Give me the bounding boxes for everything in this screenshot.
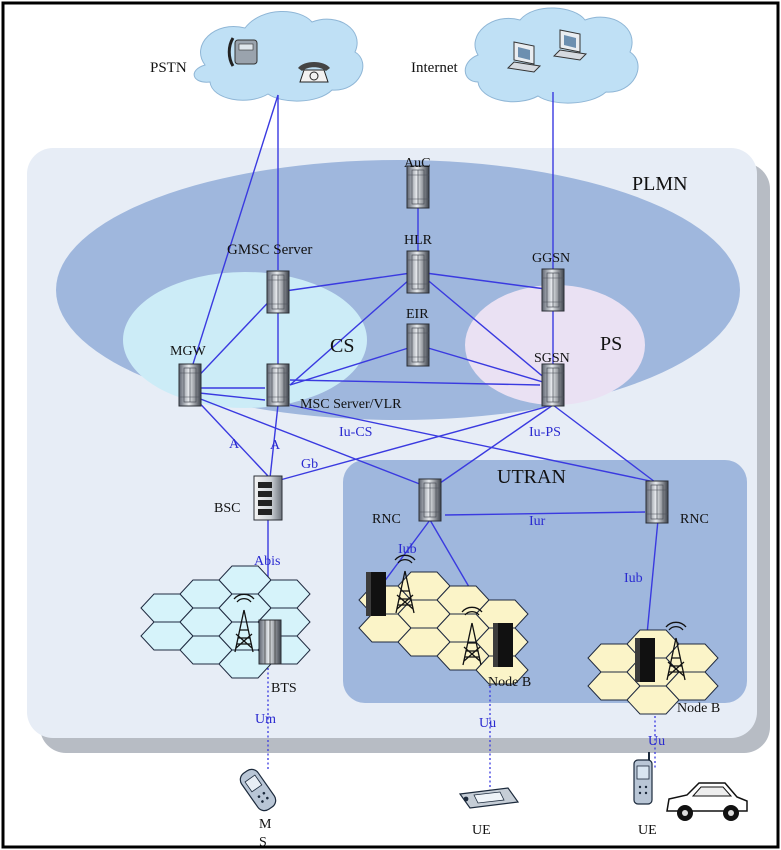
interface-iub-2: Iub: [624, 571, 643, 586]
hlr-server-icon: [406, 250, 430, 294]
mobile-phone-icon: [633, 752, 653, 805]
interface-gb: Gb: [301, 457, 318, 472]
bts-cabinet-icon: [258, 619, 282, 665]
nodeb-mid-label: Node B: [488, 675, 531, 690]
link-msc-sgsn: [289, 379, 541, 386]
ps-label: PS: [600, 333, 622, 355]
ue-right-label: UE: [638, 823, 657, 838]
msc-label: MSC Server/VLR: [300, 397, 402, 412]
interface-abis: Abis: [254, 554, 280, 569]
computer-icon: [552, 29, 588, 61]
ggsn-server-icon: [541, 268, 565, 312]
interface-uu-1: Uu: [479, 716, 496, 731]
interface-uu-2: Uu: [648, 734, 665, 749]
nodeb-mid-cabinet-icon: [493, 623, 513, 667]
utran-label: UTRAN: [497, 466, 566, 488]
link-hlr-msc: [289, 271, 419, 386]
telephone-icon: [298, 62, 330, 83]
computer-icon: [506, 41, 542, 73]
link-mgw-bsc: [191, 394, 269, 477]
link-sgsn-rnc-right: [552, 404, 656, 483]
bts-label: BTS: [271, 681, 297, 696]
auc-label: AuC: [404, 156, 430, 171]
nodeb-left-cabinet-icon: [366, 572, 386, 616]
link-msc-rnc-right: [289, 404, 656, 483]
link-eir-msc: [289, 344, 419, 386]
link-sgsn-bsc: [279, 404, 554, 481]
eir-server-icon: [406, 323, 430, 367]
sgsn-label: SGSN: [534, 351, 570, 366]
internet-cloud: [464, 7, 639, 104]
sgsn-server-icon: [541, 363, 565, 407]
link-gmsc-mgw: [189, 291, 279, 386]
gmsc-server-icon: [266, 270, 290, 314]
msc-server-icon: [266, 363, 290, 407]
ps-domain-ellipse: [465, 285, 645, 405]
internet-label: Internet: [411, 60, 458, 76]
nodeb-right-label: Node B: [677, 701, 720, 716]
link-iur: [444, 511, 646, 516]
link-pstn-mgw: [186, 94, 279, 384]
mgw-server-icon: [178, 363, 202, 407]
bsc-label: BSC: [214, 501, 240, 516]
telephone-icon: [227, 37, 258, 67]
ms-label-line2: S: [259, 835, 267, 850]
interface-iu-ps: Iu-PS: [529, 425, 561, 440]
rnc-left-server-icon: [418, 478, 442, 522]
nodeb-right-cabinet-icon: [635, 638, 655, 682]
mgw-label: MGW: [170, 344, 207, 359]
auc-server-icon: [406, 165, 430, 209]
link-hlr-sgsn: [417, 271, 554, 386]
link-gmsc-hlr: [277, 271, 419, 293]
interface-a-1: A: [229, 437, 240, 452]
interface-iur: Iur: [529, 514, 546, 529]
mobile-phone-icon: [239, 768, 277, 812]
link-msc-bsc: [269, 404, 279, 479]
plmn-label: PLMN: [632, 173, 688, 195]
pda-icon: [458, 787, 520, 809]
ggsn-label: GGSN: [532, 251, 570, 266]
rnc-right-label: RNC: [680, 512, 709, 527]
ue-mid-label: UE: [472, 823, 491, 838]
link-hlr-ggsn: [417, 271, 554, 291]
hlr-label: HLR: [404, 233, 433, 248]
interface-iu-cs: Iu-CS: [339, 425, 372, 440]
car-icon: [666, 782, 748, 821]
ms-label-line1: M: [259, 817, 272, 832]
interface-um: Um: [255, 712, 276, 727]
rnc-left-label: RNC: [372, 512, 401, 527]
bsc-cabinet-icon: [253, 475, 283, 521]
interface-a-2: A: [270, 438, 281, 453]
link-eir-sgsn: [417, 344, 554, 386]
eir-label: EIR: [406, 307, 429, 322]
pstn-label: PSTN: [150, 60, 187, 76]
rnc-right-server-icon: [645, 480, 669, 524]
cs-label: CS: [330, 335, 354, 357]
link-mgw-msc-b: [189, 391, 266, 401]
link-mgw-rnc: [197, 397, 431, 489]
gmsc-label: GMSC Server: [227, 242, 312, 258]
interface-iub-1: Iub: [398, 542, 417, 557]
link-sgsn-rnc-left: [429, 404, 554, 491]
